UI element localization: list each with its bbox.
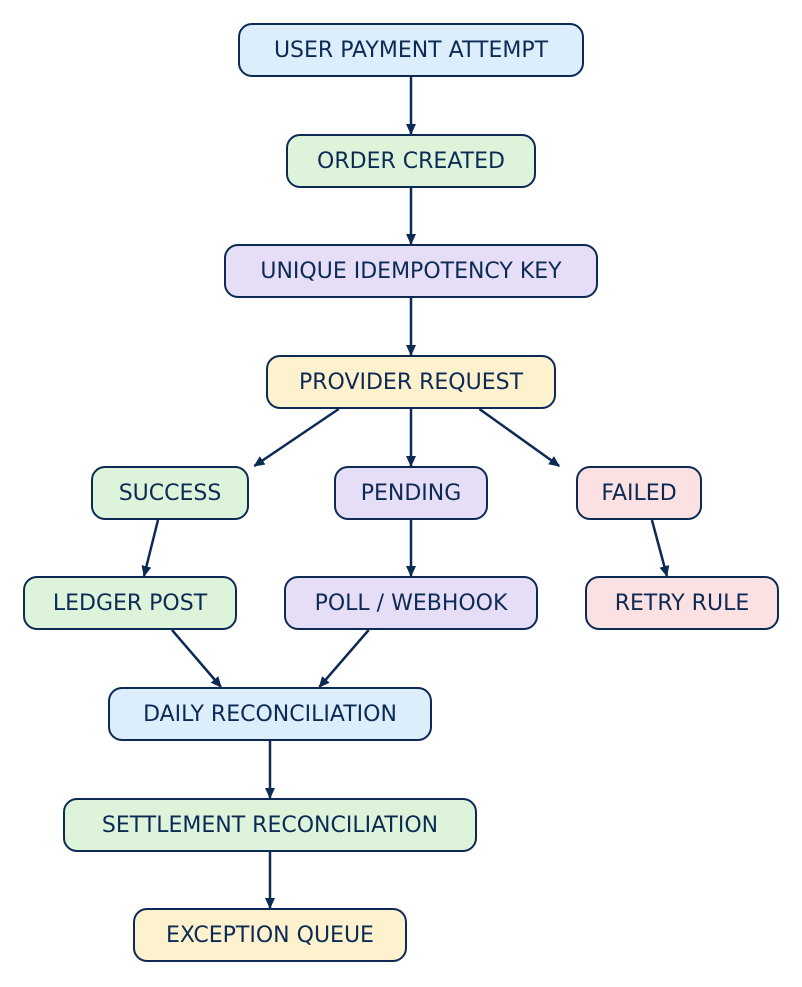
edge-provider-request-to-failed	[478, 407, 561, 468]
node-daily-reconciliation: DAILY RECONCILIATION	[108, 687, 432, 741]
node-order-created: ORDER CREATED	[286, 134, 536, 188]
edge-ledger-post-to-daily-reconciliation	[171, 629, 222, 688]
edge-poll-webhook-to-daily-reconciliation	[318, 629, 370, 688]
node-success: SUCCESS	[91, 466, 249, 520]
node-failed: FAILED	[576, 466, 702, 520]
node-provider-request: PROVIDER REQUEST	[266, 355, 556, 409]
node-user-payment-attempt: USER PAYMENT ATTEMPT	[238, 23, 584, 77]
node-unique-idempotency-key: UNIQUE IDEMPOTENCY KEY	[224, 244, 598, 298]
edge-failed-to-retry-rule	[650, 519, 670, 577]
node-poll-webhook: POLL / WEBHOOK	[284, 576, 538, 630]
node-pending: PENDING	[334, 466, 488, 520]
edge-success-to-ledger-post	[141, 519, 160, 577]
edge-provider-request-to-success	[253, 407, 340, 468]
node-settlement-reconciliation: SETTLEMENT RECONCILIATION	[63, 798, 477, 852]
node-exception-queue: EXCEPTION QUEUE	[133, 908, 407, 962]
node-ledger-post: LEDGER POST	[23, 576, 237, 630]
node-retry-rule: RETRY RULE	[585, 576, 779, 630]
